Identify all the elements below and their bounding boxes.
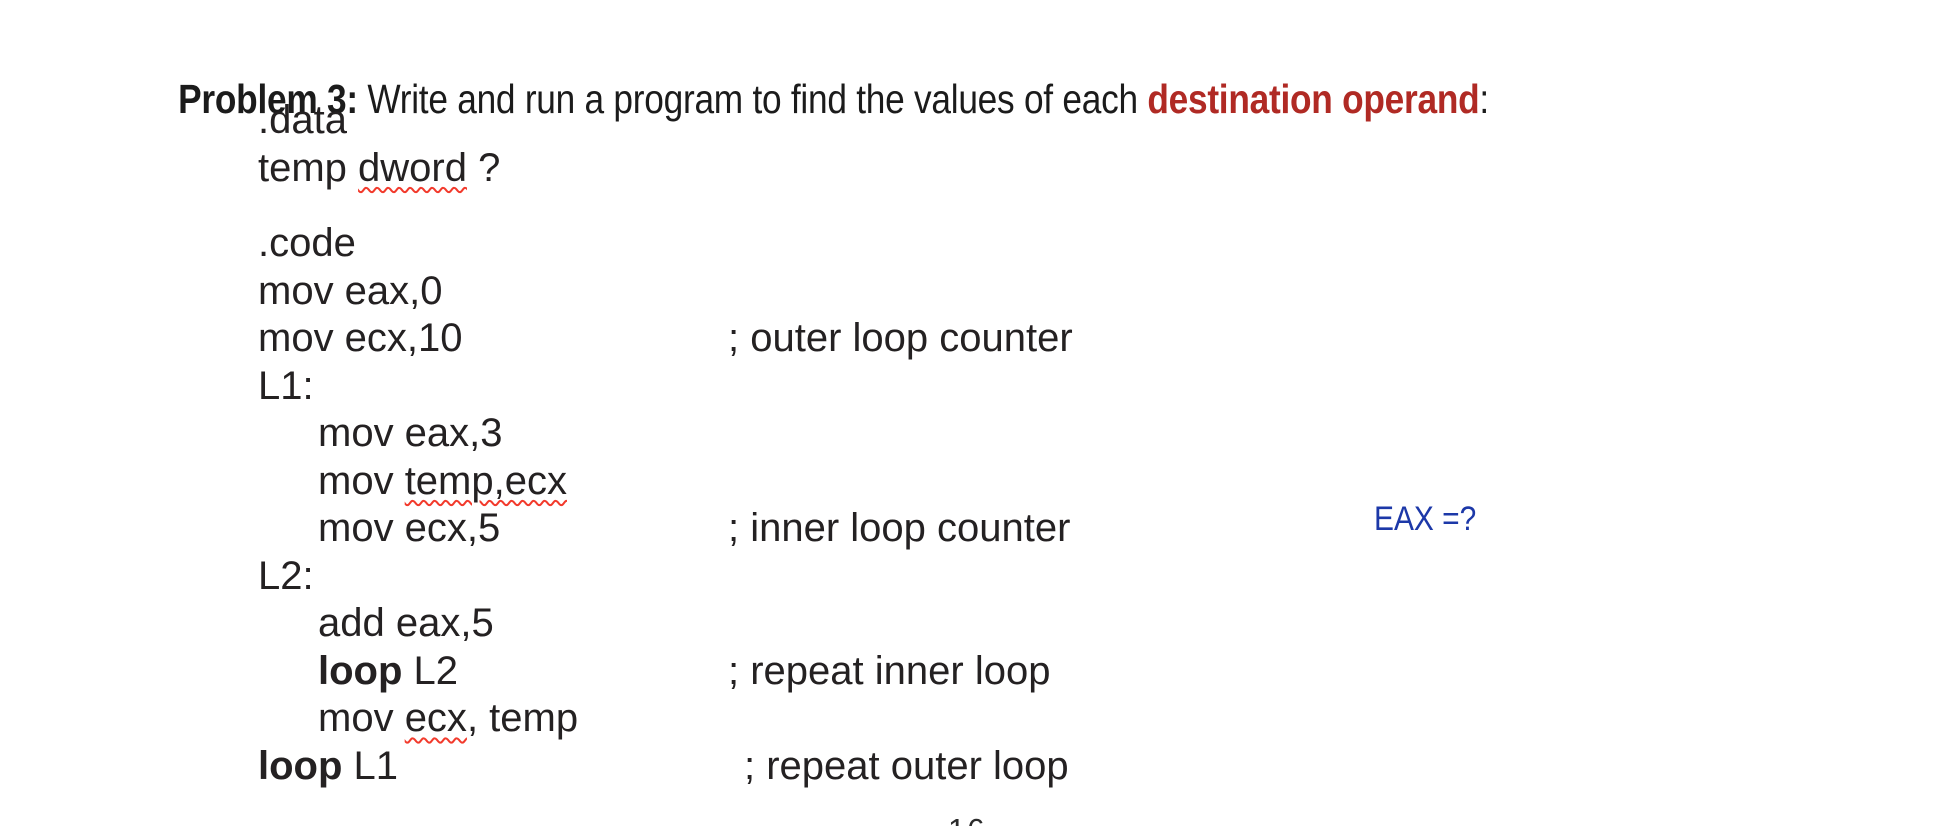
code-token: L1 bbox=[342, 743, 399, 788]
code-token: mov eax,3 bbox=[318, 411, 503, 455]
code-comment: ; repeat inner loop bbox=[728, 648, 1051, 693]
code-line: loop L1 ; repeat outer loop bbox=[0, 743, 1940, 791]
code-line: temp dword ? bbox=[0, 145, 1940, 193]
code-line: .data bbox=[0, 97, 1940, 145]
problem-title-highlight: destination operand bbox=[1147, 76, 1480, 122]
code-line: L2: bbox=[0, 553, 1940, 601]
code-comment: ; inner loop counter bbox=[728, 506, 1071, 550]
code-instruction: add eax,5 bbox=[318, 600, 494, 648]
code-line: mov ecx, temp bbox=[0, 695, 1940, 743]
code-token: L2 bbox=[402, 648, 459, 693]
code-token: .code bbox=[258, 221, 356, 265]
code-instruction: mov temp,ecx bbox=[318, 458, 567, 506]
code-instruction: temp dword ? bbox=[258, 145, 500, 193]
misspelled-token: temp,ecx bbox=[404, 458, 567, 503]
code-blank-line bbox=[0, 192, 1940, 220]
code-instruction: loop L1 bbox=[258, 743, 398, 791]
problem-title: Problem 3: Write and run a program to fi… bbox=[140, 33, 1489, 165]
code-instruction: .code bbox=[258, 220, 356, 268]
problem-title-label: Problem 3: bbox=[178, 76, 358, 122]
code-instruction: mov eax,3 bbox=[318, 410, 503, 458]
code-instruction: mov ecx,5 bbox=[318, 505, 500, 553]
code-token: L2: bbox=[258, 553, 314, 598]
code-token: L1: bbox=[258, 363, 314, 408]
code-token: temp bbox=[258, 145, 359, 190]
eax-annotation: EAX =? bbox=[1374, 500, 1477, 538]
code-instruction: mov eax,0 bbox=[258, 268, 443, 316]
code-token: ? bbox=[467, 145, 501, 190]
code-line: mov eax,3 bbox=[0, 410, 1940, 458]
code-instruction: L1: bbox=[258, 363, 314, 411]
misspelled-token: ecx bbox=[404, 696, 467, 740]
code-line: mov ecx,10 ; outer loop counter bbox=[0, 315, 1940, 363]
code-token: , temp bbox=[466, 696, 579, 740]
problem-title-colon: : bbox=[1479, 76, 1489, 122]
code-line: mov ecx,5 ; inner loop counter bbox=[0, 505, 1940, 553]
code-line: .code bbox=[0, 220, 1940, 268]
code-line: loop L2 ; repeat inner loop bbox=[0, 648, 1940, 696]
code-token: mov ecx,10 bbox=[258, 316, 463, 360]
code-instruction: mov ecx,10 bbox=[258, 315, 463, 363]
code-token: .data bbox=[258, 98, 347, 142]
code-instruction: L2: bbox=[258, 553, 314, 601]
code-comment: ; repeat outer loop bbox=[744, 743, 1069, 788]
code-comment: ; outer loop counter bbox=[728, 316, 1073, 360]
code-token: loop bbox=[318, 648, 403, 693]
code-instruction: mov ecx, temp bbox=[318, 695, 578, 743]
code-token: mov bbox=[318, 696, 405, 740]
code-instruction: loop L2 bbox=[318, 648, 458, 696]
page-number: 16 bbox=[948, 812, 986, 826]
code-token: mov ecx,5 bbox=[318, 506, 501, 550]
misspelled-token: dword bbox=[358, 145, 467, 190]
code-line: L1: bbox=[0, 363, 1940, 411]
code-line: mov temp,ecx bbox=[0, 458, 1940, 506]
code-token: mov bbox=[318, 458, 405, 503]
code-instruction: .data bbox=[258, 97, 347, 145]
code-token: mov eax,0 bbox=[258, 268, 443, 313]
code-token: loop bbox=[258, 743, 343, 788]
code-line: add eax,5 bbox=[0, 600, 1940, 648]
code-token: add eax,5 bbox=[318, 601, 494, 645]
code-line: mov eax,0 bbox=[0, 268, 1940, 316]
problem-title-text: Write and run a program to find the valu… bbox=[357, 76, 1148, 122]
